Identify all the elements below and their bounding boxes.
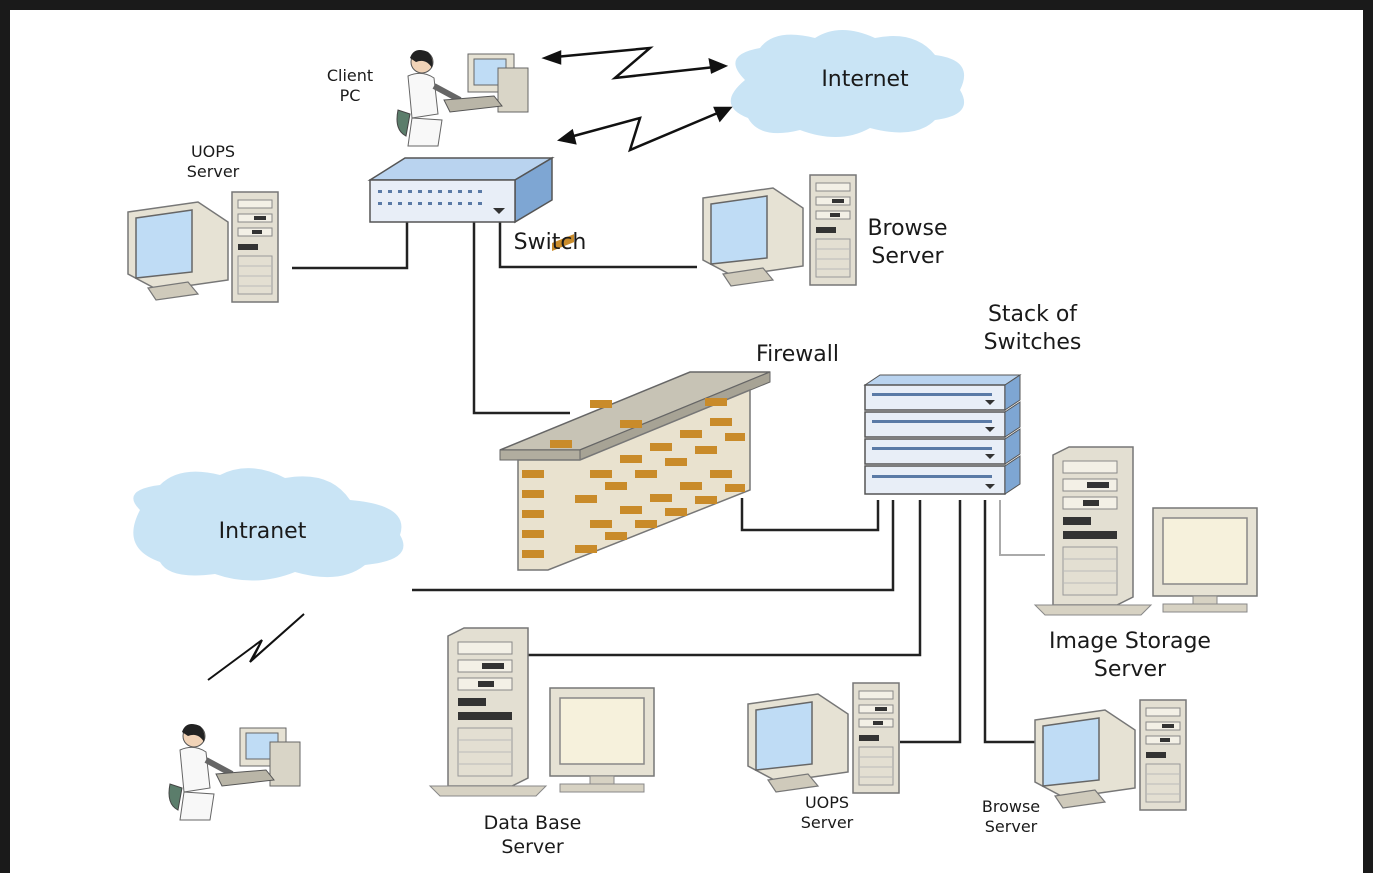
bidirectional-arrow-icon xyxy=(557,106,733,153)
crt-monitor-icon xyxy=(1034,709,1136,809)
crt-monitor-icon xyxy=(1152,507,1258,613)
server-tower-icon xyxy=(852,682,900,794)
server-tower-icon xyxy=(231,191,279,303)
crt-monitor-icon xyxy=(549,687,655,793)
cable-switch-to-firewall xyxy=(472,222,570,415)
uops-server-top-label: UOPS Server xyxy=(186,142,240,181)
cable-browse-bottom-to-stack xyxy=(983,500,1045,744)
cable-uops-bottom-to-stack xyxy=(900,500,962,744)
client-workstation-icon xyxy=(169,724,300,820)
server-tower-icon xyxy=(1139,699,1187,811)
internet-cloud-icon xyxy=(730,30,965,138)
firewall-label: Firewall xyxy=(756,342,839,367)
internet-label: Internet xyxy=(821,67,909,92)
lightning-bolt-icon xyxy=(207,613,305,681)
browse-server-bottom-label: Browse Server xyxy=(981,797,1041,836)
intranet-cloud-icon xyxy=(133,468,404,581)
crt-monitor-icon xyxy=(127,201,229,301)
network-switch-icon xyxy=(367,156,555,224)
cable-firewall-to-stack xyxy=(740,498,880,532)
switch-stack-icon xyxy=(863,374,1022,495)
client-pc-label: Client PC xyxy=(326,66,374,105)
network-cables xyxy=(292,222,1045,744)
data-base-server-label: Data Base Server xyxy=(483,812,582,858)
cable-uops-to-switch xyxy=(292,222,409,270)
cable-switch-to-browse xyxy=(498,222,697,269)
cable-database-to-stack xyxy=(518,500,922,657)
server-tower-icon xyxy=(429,627,547,797)
uops-server-bottom-label: UOPS Server xyxy=(800,793,854,832)
crt-monitor-icon xyxy=(702,187,804,287)
server-tower-icon xyxy=(1034,446,1152,616)
browse-server-top-label: Browse Server xyxy=(867,216,948,269)
cable-intranet-to-stack xyxy=(412,500,895,592)
client-workstation-icon xyxy=(397,50,528,146)
image-storage-server-label: Image Storage Server xyxy=(1049,629,1211,682)
switch-label: Switch xyxy=(513,230,587,255)
intranet-label: Intranet xyxy=(218,519,307,544)
crt-monitor-icon xyxy=(747,693,849,793)
bidirectional-arrow-icon xyxy=(541,46,729,80)
cable-image-storage-to-stack xyxy=(999,500,1045,556)
firewall-brick-wall-icon xyxy=(499,234,771,571)
stack-of-switches-label: Stack of Switches xyxy=(983,302,1082,355)
